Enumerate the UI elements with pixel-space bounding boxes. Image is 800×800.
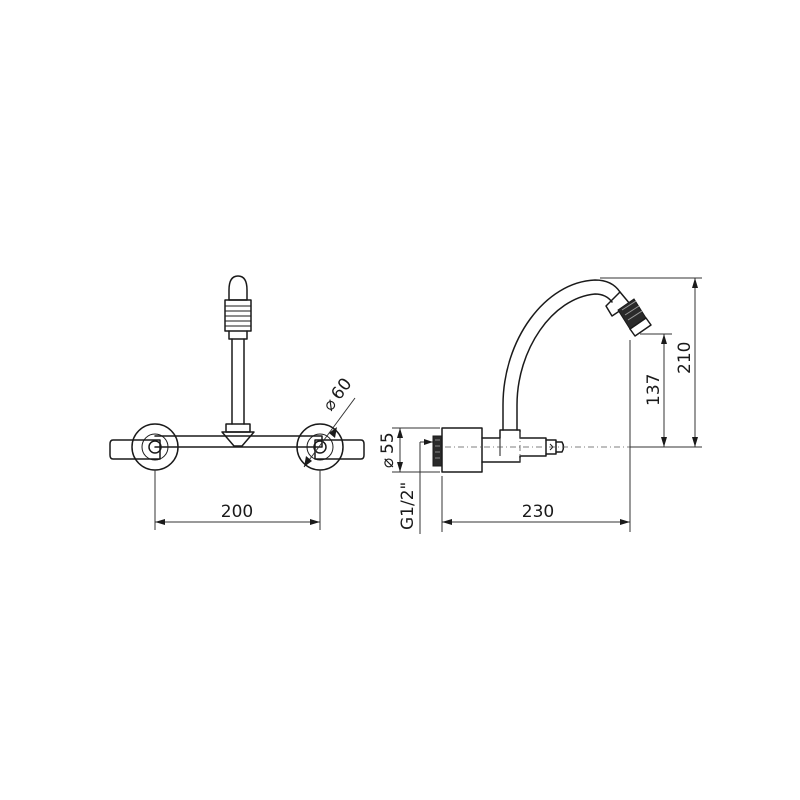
dimension-thread: G1/2": [398, 439, 433, 534]
thread-label: G1/2": [398, 482, 418, 530]
rosette-diameter-label: 60: [327, 375, 356, 404]
dimension-front-width: 200: [154, 470, 321, 530]
dimension-side-depth: 230: [441, 340, 631, 532]
outlet-height-label: 137: [644, 374, 664, 406]
front-width-label: 200: [221, 502, 253, 522]
dimension-outlet-height: 137: [630, 333, 672, 448]
body-diameter-label: 55: [378, 432, 398, 454]
side-body: [481, 429, 565, 463]
dimension-total-height: 210: [600, 277, 702, 448]
front-spout: [221, 275, 255, 447]
wall-connection: [432, 427, 483, 473]
dimension-body-diameter: ⌀ 55: [378, 427, 440, 473]
total-height-label: 210: [675, 342, 695, 374]
dimension-rosette-diameter: ⌀ 60: [303, 375, 356, 468]
side-spout: [502, 279, 652, 431]
front-view: 200 ⌀ 60: [109, 275, 365, 530]
right-handle[interactable]: [314, 439, 365, 460]
left-handle[interactable]: [109, 439, 161, 460]
side-depth-label: 230: [522, 502, 554, 522]
side-view: ⌀ 55 G1/2" 230 137: [378, 277, 702, 534]
body-diameter-symbol: ⌀: [378, 458, 398, 468]
